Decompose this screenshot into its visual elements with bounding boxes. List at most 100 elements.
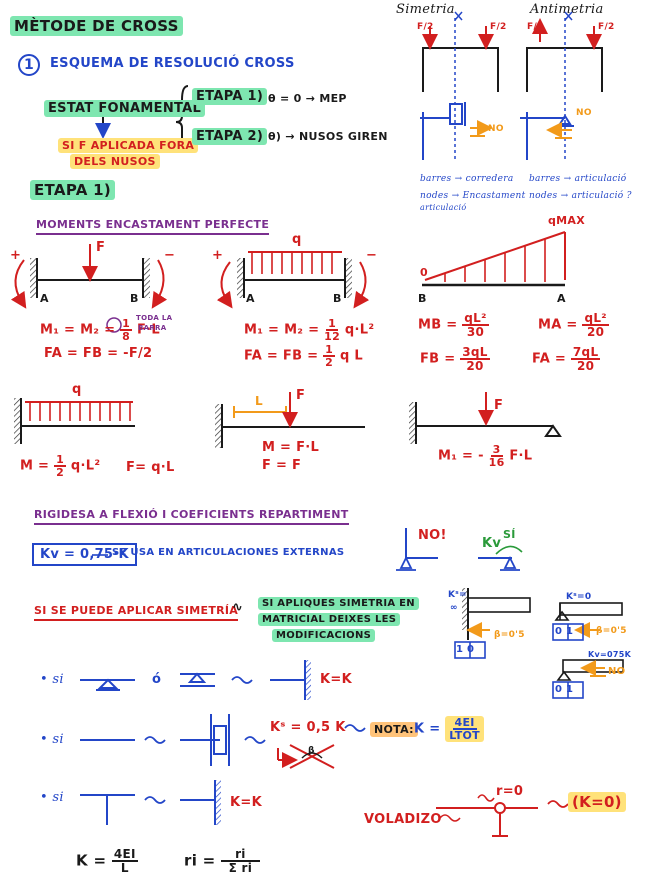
ks-zero: Kˢ=0 <box>566 592 592 602</box>
case2-m-den: 12 <box>324 330 341 343</box>
si-label: SÍ <box>503 528 516 541</box>
case3-b: B <box>418 292 427 305</box>
kv-label: Kv <box>482 536 502 551</box>
rule1-or: ó <box>152 672 162 687</box>
case1-reactions: FA = FB = -F/2 <box>44 346 153 361</box>
case3-mb-den: 30 <box>466 325 485 339</box>
case3-zero: 0 <box>420 266 428 279</box>
sym-no-label: NO <box>488 124 504 134</box>
beta-05-a: β=0'5 <box>494 630 525 640</box>
si-f-line-2: DELS NUSOS <box>70 154 160 169</box>
case2-f-den: 2 <box>325 356 334 369</box>
beam-case-1 <box>10 244 168 333</box>
plus-sign-2: + <box>212 248 224 263</box>
mep-heading: MOMENTS ENCASTAMENT PERFECTE <box>36 218 270 235</box>
symmetry-frame <box>420 18 499 160</box>
case4-m-den: 2 <box>56 466 65 479</box>
rule1-result: K=K <box>320 672 352 687</box>
simetria-title: Simetria <box>396 2 455 17</box>
rule3-diagram <box>80 780 216 825</box>
rule1-diagram <box>80 660 306 700</box>
case2-f-num: 1 <box>323 343 336 357</box>
sym-mini-1 <box>454 588 531 659</box>
voladizo-label: VOLADIZO <box>364 812 442 827</box>
no-label: NO! <box>418 528 447 543</box>
anti-note-1: barres → articulació <box>529 174 627 184</box>
rule3-result: K=K <box>230 795 262 810</box>
case1-b: B <box>130 292 139 305</box>
case5-moment: M = F·L <box>262 440 320 455</box>
case1-m-lhs: M₁ = M₂ = <box>40 322 116 338</box>
plus-sign: + <box>10 248 22 263</box>
beam-case-6 <box>409 392 562 444</box>
sym-note-2b: articulació <box>420 203 467 212</box>
case1-m-den: 8 <box>122 330 131 343</box>
rule3-si: • si <box>40 790 64 805</box>
estat-fonamental: ESTAT FONAMENTAL <box>44 100 206 117</box>
page-title: MÈTODE DE CROSS <box>10 16 183 36</box>
case2-b: B <box>333 292 342 305</box>
case3-ma-den: 20 <box>587 325 605 339</box>
rigidesa-heading: RIGIDESA A FLEXIÓ I COEFICIENTS REPARTIM… <box>34 508 349 525</box>
nota-num: 4EI <box>452 716 477 730</box>
case3-fb-num: 3qL <box>460 345 490 360</box>
voladizo-k0: (K=0) <box>568 792 626 812</box>
beta-05-b: β=0'5 <box>596 626 627 636</box>
kv-formula-box: Kv = 0,75·K <box>32 543 137 566</box>
support-no <box>396 528 438 571</box>
case2-m-num: 1 <box>326 317 339 331</box>
beam-case-5 <box>215 392 365 448</box>
case2-load: q <box>292 232 302 247</box>
squiggle-arrow: ∿ <box>232 600 244 615</box>
k-num: 4EI <box>111 847 138 862</box>
ri-den: Σ ri <box>228 861 253 875</box>
case3-fa-den: 20 <box>577 359 595 373</box>
sym-no-2: NO <box>608 666 626 677</box>
rule2-diagram <box>80 714 266 766</box>
sym-note-line-3: MODIFICACIONS <box>272 629 376 642</box>
section-title: ESQUEMA DE RESOLUCIÓ CROSS <box>50 56 295 71</box>
case1-a: A <box>40 292 49 305</box>
case3-a: A <box>557 292 566 305</box>
case5-reaction: F = F <box>262 458 302 473</box>
antimetry-frame <box>422 11 603 160</box>
section-number: 1 <box>18 54 40 76</box>
case5-force: F <box>296 388 306 403</box>
case1-force: F <box>96 240 106 255</box>
case3-fa-num: 7qL <box>570 345 601 360</box>
ks-inf-a: Kˢ= <box>448 590 467 600</box>
nota-den: LTOT <box>449 729 480 742</box>
row-01-a: 0 1 <box>555 626 574 637</box>
case1-m-rhs: F·L <box>136 322 160 338</box>
f2-label-b: F/2 <box>490 22 507 32</box>
sym-note-1: barres → corredera <box>420 174 514 184</box>
minus-sign-2: − <box>366 248 378 263</box>
etapa-1-heading: ETAPA 1) <box>30 180 116 200</box>
barra-label: BARRA <box>138 324 167 332</box>
f2-label-a: F/2 <box>417 22 434 32</box>
case3-fb-lhs: FB = <box>420 351 456 367</box>
case2-a: A <box>246 292 255 305</box>
etapa-1-label: ETAPA 1) <box>192 88 268 105</box>
etapa-2-desc: θ) → NUSOS GIREN <box>268 130 388 143</box>
voladizo-diagram <box>436 794 569 837</box>
ks-inf-b: ∞ <box>450 603 458 613</box>
ri-num: ri <box>221 848 260 862</box>
anti-note-2: nodes → articulació ? <box>529 191 632 201</box>
k-den: L <box>120 861 129 875</box>
k-lhs: K = <box>76 851 107 870</box>
case2-f-lhs: FA = FB = <box>244 348 319 364</box>
case3-fa-lhs: FA = <box>532 351 567 367</box>
case1-m-num: 1 <box>120 317 133 331</box>
case5-length: L <box>255 394 263 408</box>
case6-m-rhs: F·L <box>509 448 533 464</box>
case2-m-rhs: q·L² <box>344 322 375 338</box>
kv-description: SE USA EN ARTICULACIONES EXTERNAS <box>112 547 345 558</box>
